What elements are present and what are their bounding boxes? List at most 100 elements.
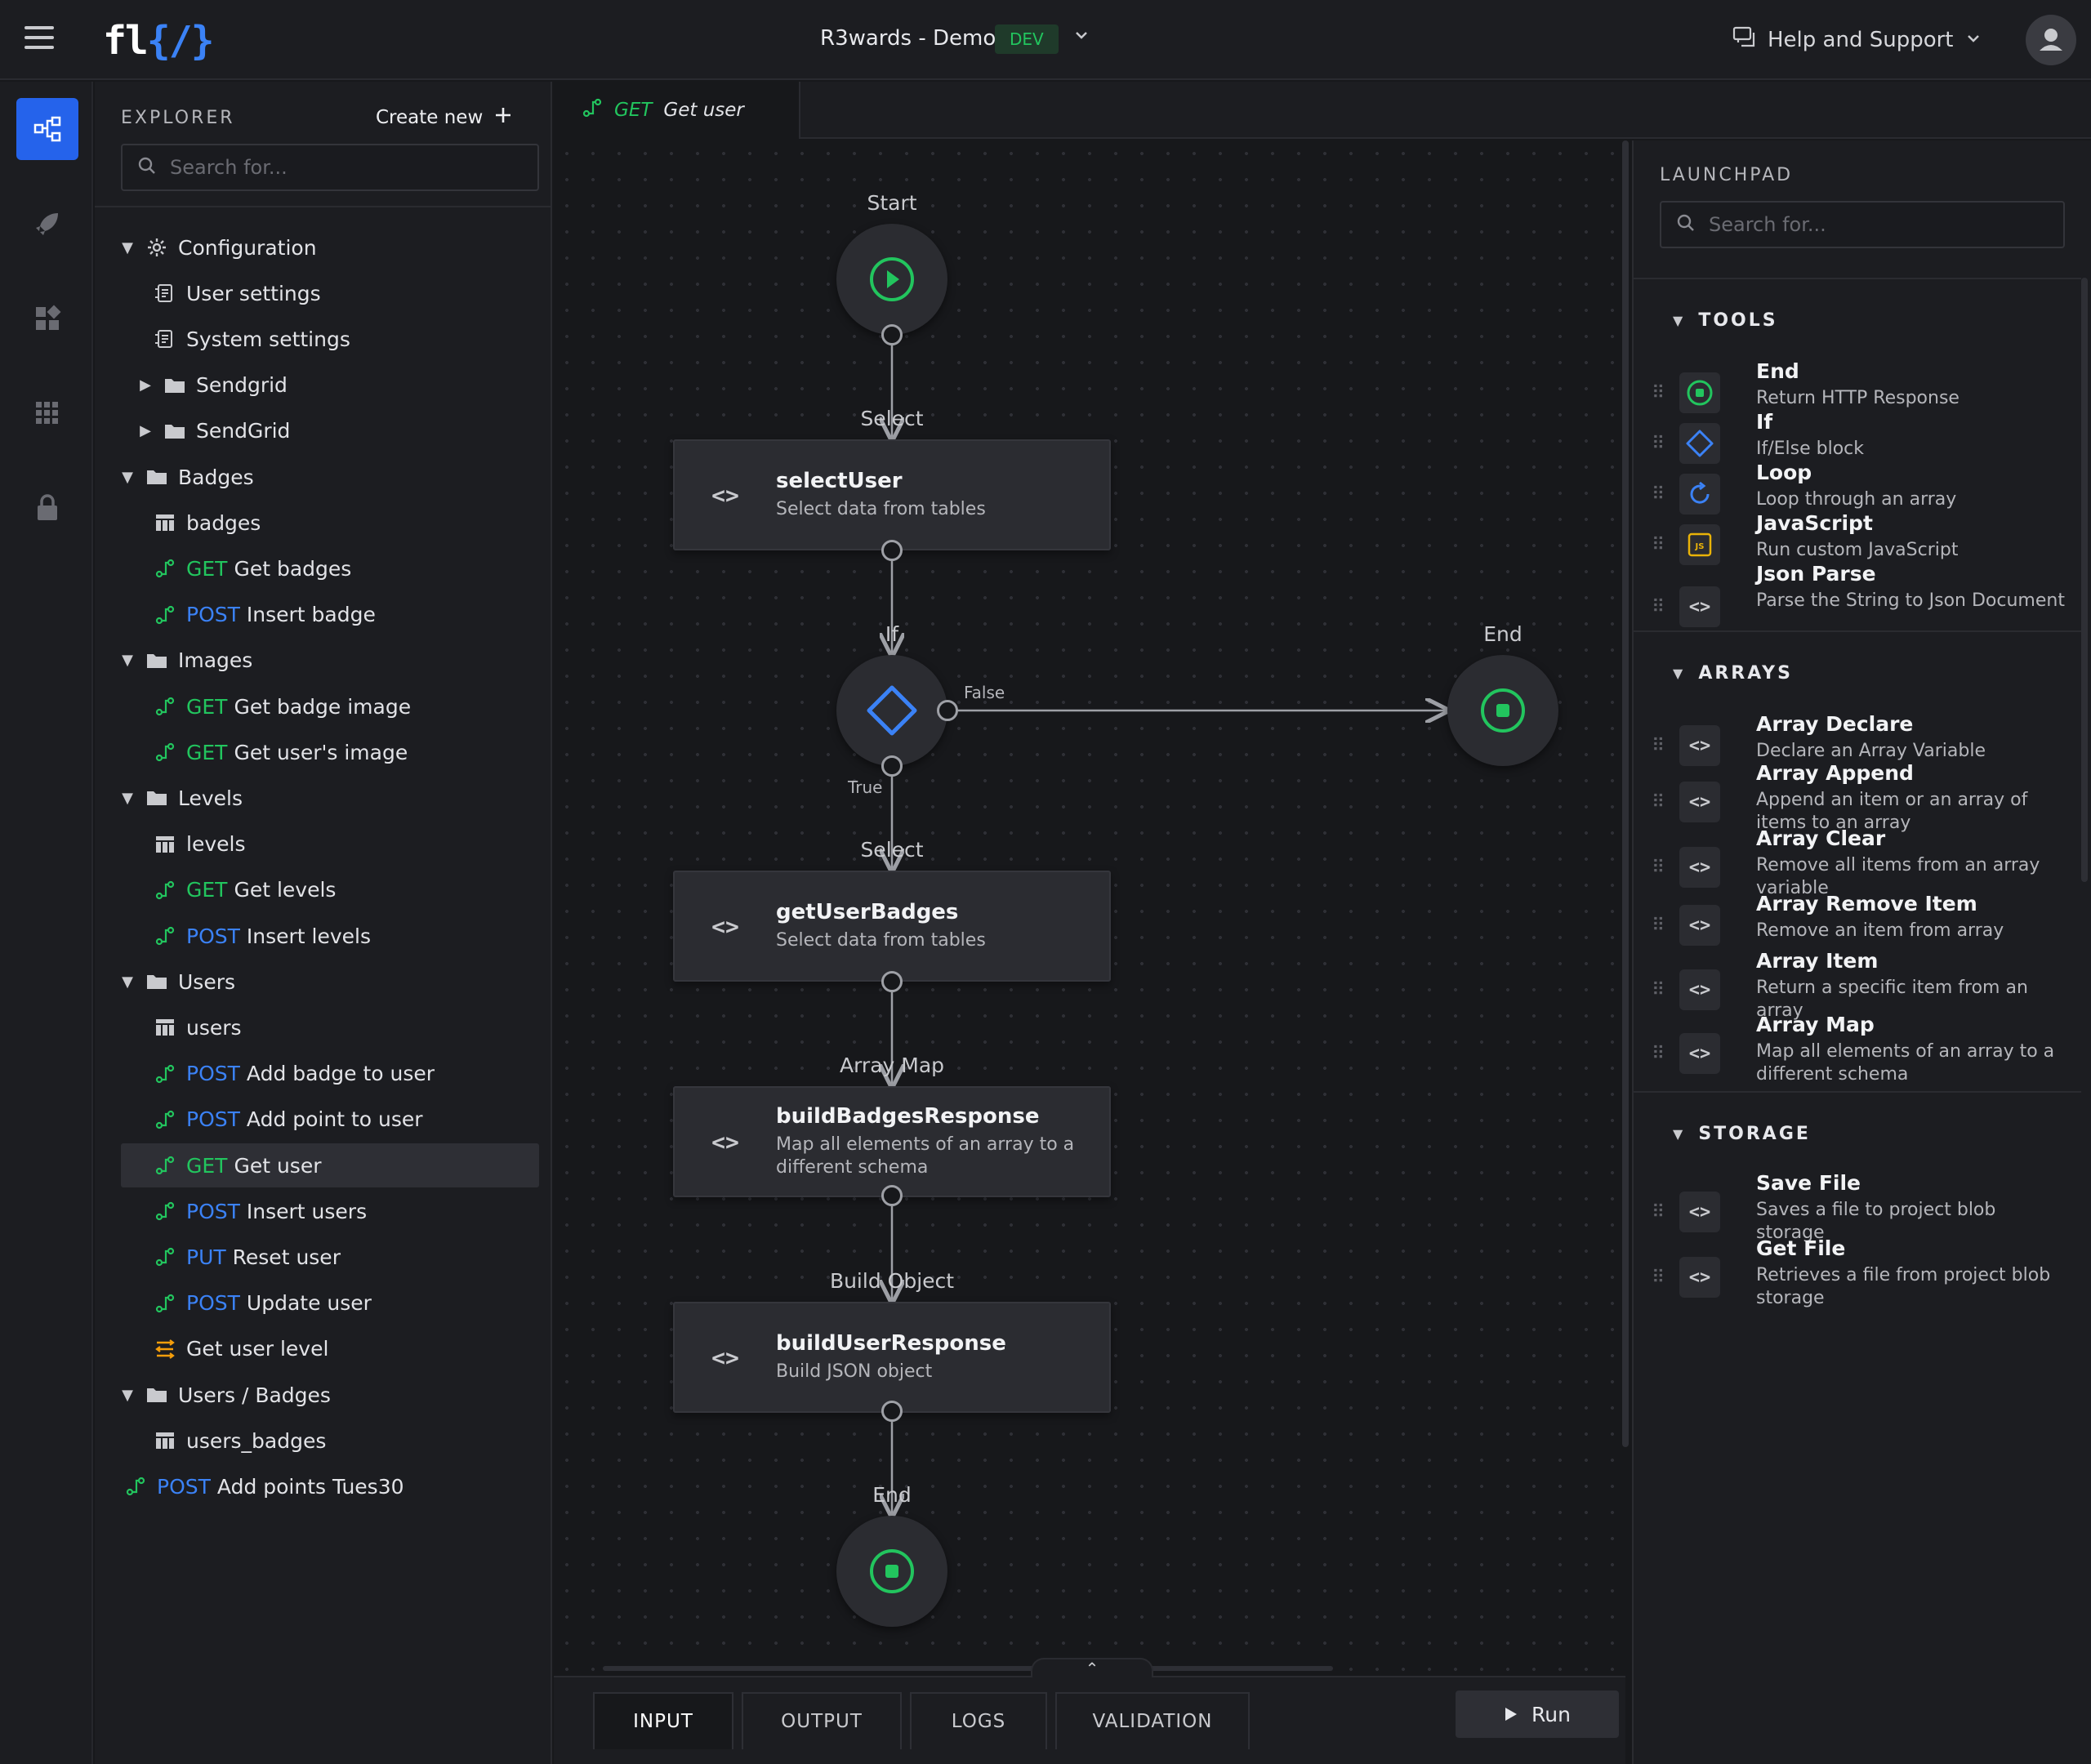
tab-input[interactable]: INPUT [593,1692,733,1749]
caret-down-icon[interactable]: ▼ [122,652,133,670]
tree-item-levels[interactable]: ▼Levels [95,776,552,820]
caret-down-icon[interactable]: ▼ [122,238,133,256]
true-port[interactable] [881,755,903,777]
lock-icon[interactable] [16,477,78,539]
explorer-search-input[interactable] [170,156,490,179]
caret-right-icon[interactable]: ▶ [140,422,151,440]
drag-handle-icon[interactable]: ⠿ [1652,433,1665,454]
caret-down-icon[interactable]: ▼ [122,973,133,991]
tree-item-get-user-level[interactable]: Get user level [95,1327,552,1371]
drag-handle-icon[interactable]: ⠿ [1652,735,1665,756]
tree-item-system-settings[interactable]: System settings [95,317,552,361]
tab-validation[interactable]: VALIDATION [1055,1692,1250,1749]
apps-grid-icon[interactable] [16,382,78,444]
output-port[interactable] [881,1185,903,1206]
tree-item-images[interactable]: ▼Images [95,639,552,683]
caret-down-icon[interactable]: ▼ [122,1386,133,1404]
drag-handle-icon[interactable]: ⠿ [1652,534,1665,555]
create-new-button[interactable]: Create new [376,106,512,129]
drag-handle-icon[interactable]: ⠿ [1652,1043,1665,1064]
drag-handle-icon[interactable]: ⠿ [1652,1267,1665,1288]
flow-canvas[interactable]: Start Select <> selectUser Select data f… [554,140,1625,1676]
project-title[interactable]: R3wards - Demo [820,26,996,51]
tree-item-sendgrid[interactable]: ▶SendGrid [95,409,552,453]
drag-handle-icon[interactable]: ⠿ [1652,915,1665,936]
tree-item-users[interactable]: ▼Users [95,960,552,1004]
drag-handle-icon[interactable]: ⠿ [1652,979,1665,1000]
tree-item-users-badges[interactable]: ▼Users / Badges [95,1373,552,1417]
help-and-support-menu[interactable]: Help and Support [1732,24,1982,55]
if-node[interactable] [836,655,947,766]
tree-item-levels[interactable]: levels [95,822,552,866]
tab-get-user[interactable]: GET Get user [554,82,800,139]
tab-output[interactable]: OUTPUT [742,1692,902,1749]
hamburger-menu-icon[interactable] [25,26,54,54]
end-node-false-branch[interactable] [1447,655,1558,766]
flow-node-select-user[interactable]: <> selectUser Select data from tables [673,439,1111,550]
user-avatar[interactable] [2026,15,2076,65]
launchpad-search-input[interactable] [1709,213,2019,236]
output-port[interactable] [881,1401,903,1422]
flow-node-build-badges-response[interactable]: <> buildBadgesResponse Map all elements … [673,1086,1111,1197]
tree-item-sendgrid[interactable]: ▶Sendgrid [95,363,552,408]
canvas-horizontal-scrollbar[interactable] [603,1666,1333,1671]
drag-handle-icon[interactable]: ⠿ [1652,596,1665,617]
end-node[interactable] [836,1516,947,1627]
drag-handle-icon[interactable]: ⠿ [1652,1201,1665,1223]
drag-handle-icon[interactable]: ⠿ [1652,857,1665,878]
tree-item-user-settings[interactable]: User settings [95,271,552,315]
tree-item-users-badges[interactable]: users_badges [95,1419,552,1463]
launchpad-scrollbar[interactable] [2081,278,2088,882]
drag-handle-icon[interactable]: ⠿ [1652,483,1665,505]
run-button[interactable]: Run [1456,1690,1619,1738]
tree-item-badges[interactable]: badges [95,501,552,545]
false-port[interactable] [937,700,958,721]
tree-item-users[interactable]: users [95,1005,552,1049]
canvas-vertical-scrollbar[interactable] [1622,140,1629,1447]
flow-node-get-user-badges[interactable]: <> getUserBadges Select data from tables [673,871,1111,982]
caret-right-icon[interactable]: ▶ [140,376,151,394]
expand-panel-toggle[interactable]: ⌃ [1031,1658,1153,1677]
rocket-icon[interactable] [16,193,78,255]
drag-handle-icon[interactable]: ⠿ [1652,791,1665,813]
tab-logs[interactable]: LOGS [910,1692,1047,1749]
app-logo[interactable]: fl{/} [103,18,214,64]
tree-item-badges[interactable]: ▼Badges [95,455,552,499]
output-port[interactable] [881,971,903,992]
widgets-icon[interactable] [16,287,78,350]
flows-icon[interactable] [16,98,78,160]
launchpad-section-tools[interactable]: ▼TOOLS [1673,310,1778,331]
output-port[interactable] [881,324,903,345]
launchpad-section-arrays[interactable]: ▼ARRAYS [1673,663,1793,684]
launchpad-section-storage[interactable]: ▼STORAGE [1673,1124,1811,1144]
caret-down-icon[interactable]: ▼ [122,789,133,807]
drag-handle-icon[interactable]: ⠿ [1652,382,1665,403]
flow-node-build-user-response[interactable]: <> buildUserResponse Build JSON object [673,1302,1111,1413]
chevron-down-icon[interactable] [1073,24,1090,49]
